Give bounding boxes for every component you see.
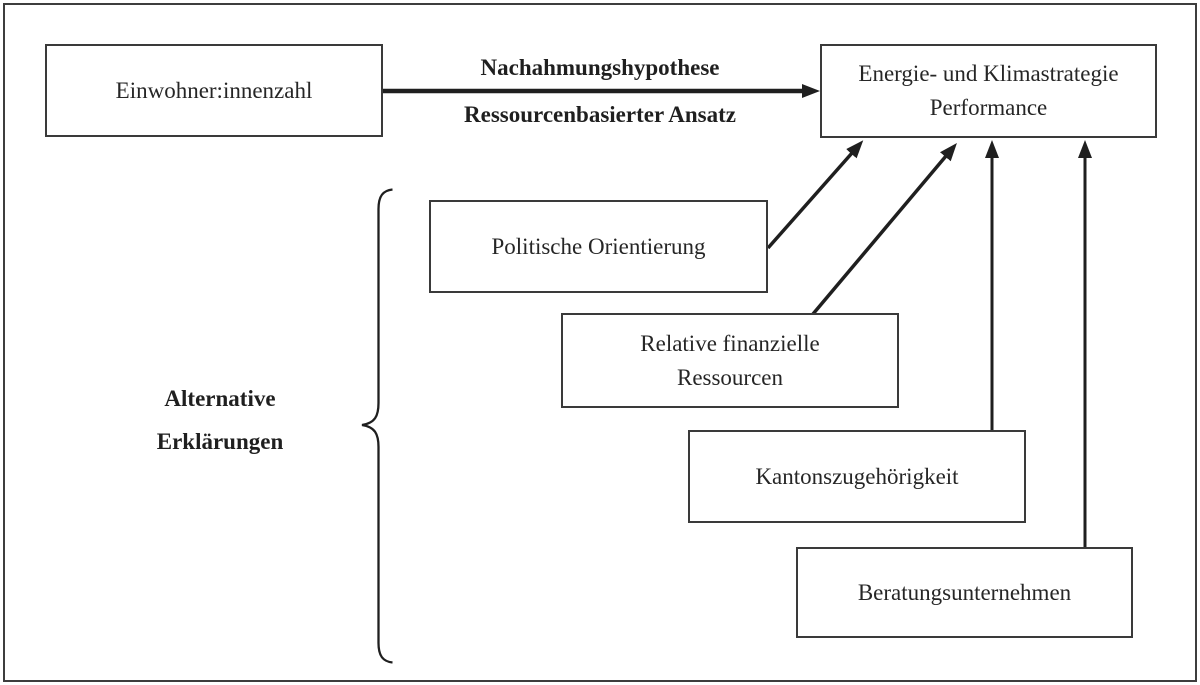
box-performance-label-line2: Performance: [929, 95, 1048, 120]
box-finanzielle-ressourcen-label-line1: Relative finanzielle: [640, 330, 820, 356]
box-einwohnerzahl: Einwohner:innenzahl: [45, 44, 383, 137]
diagram-frame: [3, 3, 1197, 682]
box-politische-orientierung-label: Politische Orientierung: [491, 233, 706, 259]
group-label-alternative-erklaerungen: Alternative Erklärungen: [110, 377, 330, 463]
box-einwohnerzahl-label: Einwohner:innenzahl: [115, 77, 313, 103]
box-kantonszugehoerigkeit-label: Kantonszugehörigkeit: [755, 463, 959, 489]
group-label-line2: Erklärungen: [156, 429, 284, 454]
box-kantonszugehoerigkeit: Kantonszugehörigkeit: [688, 430, 1026, 523]
box-politische-orientierung: Politische Orientierung: [429, 200, 768, 293]
arrow-label-nachahmungshypothese: Nachahmungshypothese: [480, 55, 720, 80]
arrow-label-ressourcenbasierter-ansatz: Ressourcenbasierter Ansatz: [464, 102, 736, 127]
box-beratungsunternehmen: Beratungsunternehmen: [796, 547, 1133, 638]
box-finanzielle-ressourcen: Relative finanzielle Ressourcen: [561, 313, 899, 408]
box-finanzielle-ressourcen-label-line2: Ressourcen: [676, 364, 784, 390]
box-performance-label-line1: Energie- und Klimastrategie: [858, 61, 1119, 86]
box-beratungsunternehmen-label: Beratungsunternehmen: [857, 579, 1072, 605]
group-label-line1: Alternative: [164, 386, 276, 411]
box-performance: Energie- und Klimastrategie Performance: [820, 44, 1157, 138]
